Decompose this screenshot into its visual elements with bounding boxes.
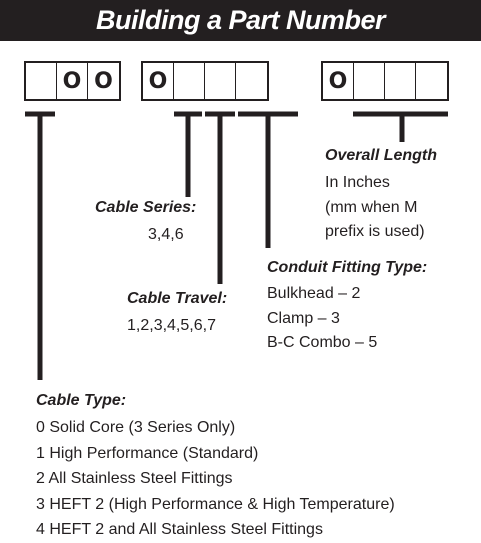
conduit-fitting-title: Conduit Fitting Type:: [267, 259, 428, 276]
page-title-text: Building a Part Number: [95, 5, 386, 35]
cable-series-title: Cable Series:: [95, 199, 197, 216]
digit-box: O: [143, 63, 174, 99]
cable-type-title: Cable Type:: [36, 392, 127, 409]
digit-box: [385, 63, 416, 99]
digit-box: [205, 63, 236, 99]
digit-box: O: [323, 63, 354, 99]
overall-length-line: In Inches: [325, 174, 390, 191]
digit-box: O: [94, 68, 113, 94]
conduit-fitting-text: Bulkhead – 2 Clamp – 3 B-C Combo – 5: [267, 282, 377, 356]
conduit-fitting-line: Bulkhead – 2: [267, 285, 361, 302]
cable-type-item: 0 Solid Core (3 Series Only): [36, 419, 236, 436]
digit-box: [174, 63, 205, 99]
cable-travel-value: 1,2,3,4,5,6,7: [127, 317, 216, 334]
conduit-fitting-line: B-C Combo – 5: [267, 334, 378, 351]
box-group-cable-type: O O: [24, 61, 121, 101]
page-title: Building a Part Number: [0, 0, 481, 41]
overall-length-title: Overall Length: [325, 147, 438, 164]
cable-type-item: 3 HEFT 2 (High Performance & High Temper…: [36, 495, 395, 513]
conduit-fitting-line: Clamp – 3: [267, 309, 340, 327]
cable-type-item: 2 All Stainless Steel Fittings: [36, 470, 233, 487]
overall-length-line: prefix is used): [325, 223, 425, 240]
cable-travel-title: Cable Travel:: [127, 290, 228, 307]
digit-box: O: [57, 63, 88, 99]
digit-box: [354, 63, 385, 99]
cable-type-item: 1 High Performance (Standard): [36, 444, 259, 462]
box-group-overall-length: O: [321, 61, 449, 101]
overall-length-line: (mm when M: [325, 198, 418, 216]
cable-type-list: 0 Solid Core (3 Series Only) 1 High Perf…: [36, 415, 395, 543]
overall-length-text: In Inches (mm when M prefix is used): [325, 171, 425, 245]
cable-series-value: 3,4,6: [148, 226, 184, 243]
box-group-series-travel-fitting: O: [141, 61, 269, 101]
cable-type-item: 4 HEFT 2 and All Stainless Steel Fitting…: [36, 521, 323, 538]
digit-box: [26, 63, 57, 99]
